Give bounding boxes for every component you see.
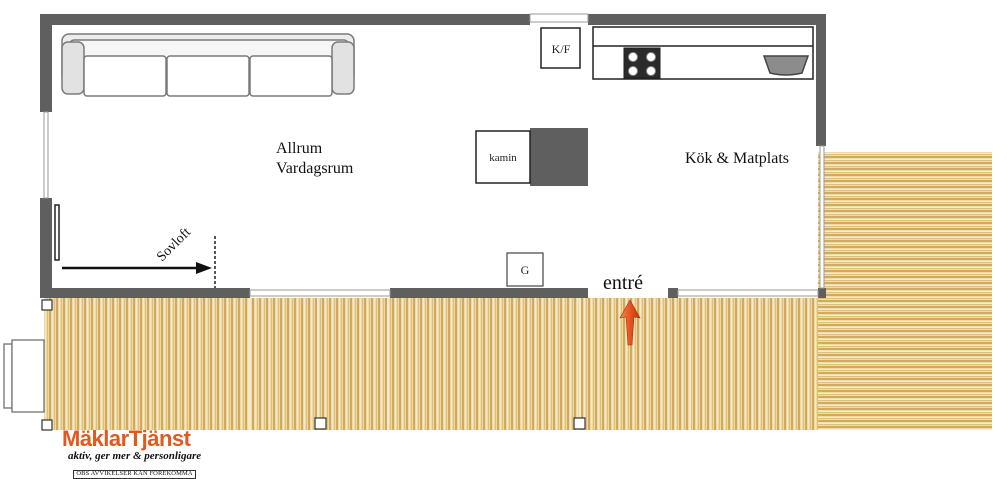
entrance-label: entré [603, 272, 643, 294]
room-label-vardagsrum: Vardagsrum [276, 160, 354, 177]
room-label-kitchen: Kök & Matplats [685, 150, 789, 167]
fireplace-block [530, 128, 588, 186]
stove-icon [623, 47, 661, 79]
g-box [506, 252, 544, 287]
windows [43, 13, 825, 297]
fridge-freezer-label: K/F [552, 42, 571, 56]
fridge-freezer-box [540, 27, 581, 69]
sofa [61, 33, 355, 97]
loft-arrow-icon [62, 236, 216, 288]
room-label-allrum: Allrum [276, 140, 323, 157]
deck-posts [41, 299, 586, 431]
side-deck [818, 152, 992, 430]
window-pane-left [54, 204, 60, 261]
logo-disclaimer: OBS AVVIKELSER KAN FÖREKOMMA [73, 470, 196, 479]
sink-icon [762, 55, 810, 76]
steps-icon [3, 339, 45, 413]
logo-brand: MäklarTjänst [62, 426, 191, 451]
fireplace-box [475, 130, 531, 184]
front-deck [44, 298, 822, 430]
g-box-label: G [521, 263, 530, 277]
logo-tagline: aktiv, ger mer & personligare [68, 450, 202, 462]
deck-seams [249, 298, 691, 430]
fireplace-label: kamin [489, 152, 517, 164]
entrance-arrow-icon [619, 299, 641, 346]
room-label-sovloft: Sovloft [154, 225, 194, 265]
walls [40, 14, 826, 298]
